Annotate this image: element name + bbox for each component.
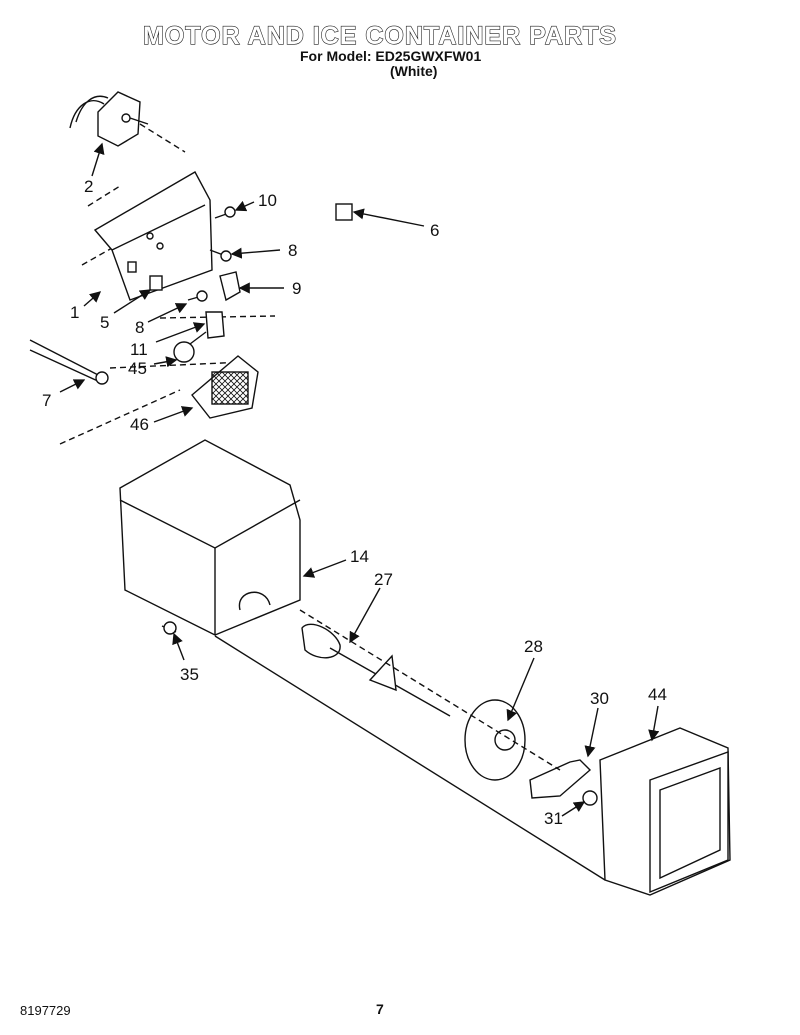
callout-5: 5 — [100, 313, 109, 332]
callout-44: 44 — [648, 685, 667, 704]
color-line: (White) — [390, 63, 438, 79]
callout-8-lower: 8 — [135, 318, 144, 337]
harness-part — [29, 339, 105, 379]
nut-part — [582, 790, 598, 806]
model-line: For Model: ED25GWXFW01 — [300, 48, 482, 64]
page-title: MOTOR AND ICE CONTAINER PARTS — [142, 21, 617, 50]
bracket-part — [529, 759, 592, 799]
screw-part — [161, 206, 236, 635]
callout-46: 46 — [130, 415, 149, 434]
bracket-housing-part — [93, 171, 213, 301]
socket-part — [205, 311, 225, 339]
part-6 — [335, 203, 353, 221]
callout-30: 30 — [590, 689, 609, 708]
callout-1: 1 — [70, 303, 79, 322]
callout-2: 2 — [84, 177, 93, 196]
callout-31: 31 — [544, 809, 563, 828]
motor-part — [69, 91, 149, 147]
drive-part — [464, 699, 526, 781]
auger-part — [301, 623, 451, 717]
callout-28: 28 — [524, 637, 543, 656]
bulb-part — [173, 341, 195, 363]
callout-35: 35 — [180, 665, 199, 684]
leader-lines — [59, 142, 660, 817]
callout-7: 7 — [42, 391, 51, 410]
ice-container-part — [119, 439, 301, 636]
doc-number: 8197729 — [20, 1003, 71, 1018]
page-number: 7 — [376, 1001, 384, 1017]
callout-11: 11 — [130, 340, 148, 359]
callout-27: 27 — [374, 570, 393, 589]
callout-10: 10 — [258, 191, 277, 210]
page-header: MOTOR AND ICE CONTAINER PARTS For Model:… — [0, 0, 800, 90]
callout-45: 45 — [128, 359, 147, 378]
switch-part — [149, 275, 163, 291]
callout-9: 9 — [292, 279, 301, 298]
callout-14: 14 — [350, 547, 369, 566]
front-cover-part — [599, 727, 731, 896]
callout-6: 6 — [430, 221, 439, 240]
callout-8-upper: 8 — [288, 241, 297, 260]
clip-part — [219, 271, 241, 302]
